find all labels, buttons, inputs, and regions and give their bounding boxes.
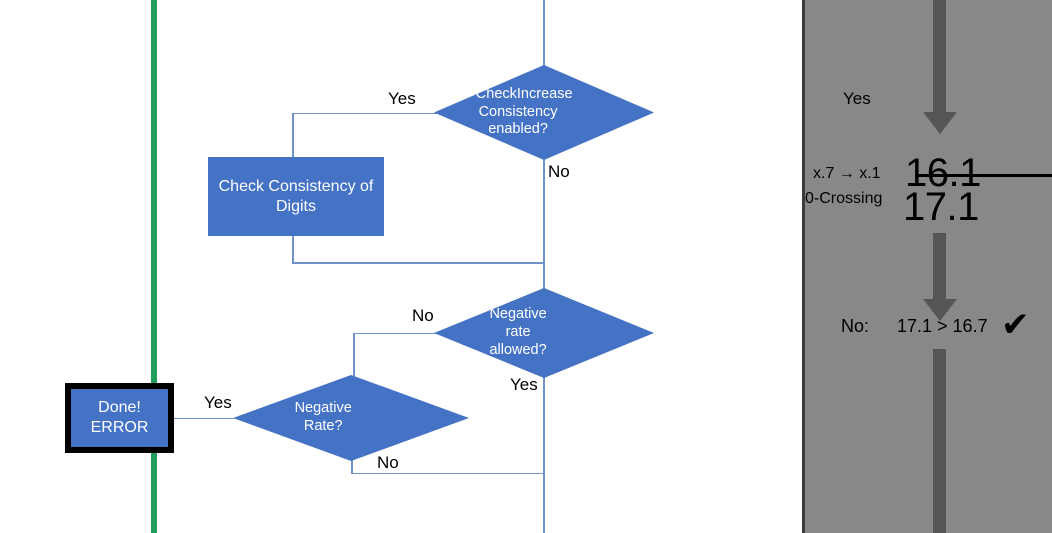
panel-check-icon: ✔	[1001, 306, 1030, 344]
connector-yes-to-consistency-v	[292, 112, 294, 159]
edge-label-negative-rate-allowed-yes: Yes	[510, 375, 538, 394]
edge-label-negative-rate-yes: Yes	[204, 393, 232, 412]
decision-negative-rate-allowed[interactable]: Negative rate allowed?	[434, 288, 654, 378]
decision-check-increase-consistency[interactable]: CheckIncrease Consistency enabled?	[434, 65, 654, 160]
terminator-done-error[interactable]: Done! ERROR	[65, 383, 174, 453]
panel-arrow-top-shaft	[933, 0, 946, 112]
decision-negative-rate-allowed-line2: allowed?	[489, 341, 547, 358]
panel-comparison: 17.1 > 16.7	[897, 316, 988, 336]
panel-no-label: No:	[841, 316, 870, 336]
process-check-consistency-of-digits[interactable]: Check Consistency of Digits	[208, 157, 384, 236]
panel-yes-label: Yes	[843, 89, 871, 108]
connector-consistency-return-h	[292, 262, 544, 264]
panel-arrow-middle-shaft	[933, 233, 946, 299]
terminator-done-error-line1: Done!	[98, 399, 141, 416]
edge-label-check-increase-yes: Yes	[388, 89, 416, 108]
edge-label-negative-rate-allowed-no: No	[412, 306, 434, 325]
panel-arrow-bottom-shaft	[933, 349, 946, 533]
edge-label-negative-rate-no: No	[377, 453, 399, 472]
connector-allowed-no-h	[353, 332, 445, 335]
decision-check-increase-line1: CheckIncrease	[475, 85, 573, 102]
process-check-consistency-line1: Check Consistency	[218, 177, 356, 195]
panel-row1-label: x.7 → x.1	[813, 165, 881, 182]
connector-top-spine	[543, 0, 545, 84]
decision-check-increase-line2: Consistency	[478, 103, 558, 120]
connector-no-spine-upper	[543, 142, 545, 290]
connector-allowed-yes-spine	[543, 355, 545, 533]
connector-yes-to-consistency-h	[292, 112, 442, 115]
connector-allowed-no-v	[353, 332, 355, 379]
panel-row2-label: 0-Crossing	[805, 190, 883, 207]
connector-consistency-return-v	[292, 235, 294, 263]
decision-check-increase-line3: enabled?	[488, 121, 548, 138]
panel-arrow-top-head	[923, 112, 957, 134]
terminator-done-error-line2: ERROR	[90, 419, 149, 436]
decision-negative-rate[interactable]: Negative Rate?	[233, 375, 469, 461]
decision-negative-rate-allowed-line1: Negative rate	[489, 306, 547, 341]
process-check-consistency-line2: of Digits	[275, 177, 374, 215]
panel-arrow-middle-head	[923, 299, 957, 321]
connector-negrate-no-v	[351, 458, 353, 473]
connector-negrate-yes-h	[172, 417, 234, 420]
panel-value-superseded: 16.1	[905, 152, 1052, 194]
decision-negative-rate-line1: Negative Rate?	[294, 400, 352, 434]
green-divider-line	[151, 0, 157, 533]
connector-negrate-no-h	[351, 472, 544, 475]
panel-value-current: 17.1	[903, 185, 979, 229]
annotation-panel: Yes x.7 → x.1 0-Crossing 16.1 17.1 No: 1…	[802, 0, 1052, 533]
edge-label-check-increase-no: No	[548, 162, 570, 181]
